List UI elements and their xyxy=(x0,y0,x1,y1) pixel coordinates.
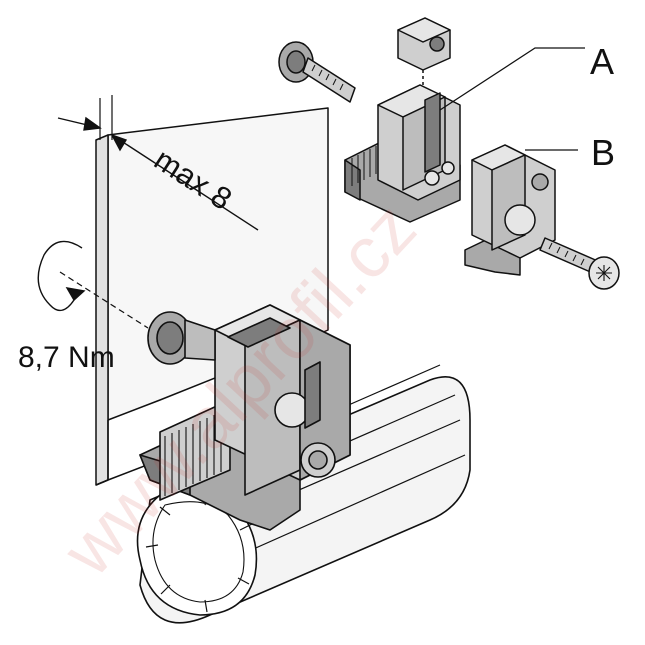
exploded-clamp-b xyxy=(464,144,620,290)
exploded-bolt xyxy=(278,41,356,103)
exploded-nut xyxy=(397,17,451,95)
torque-label: 8,7 Nm xyxy=(18,341,115,374)
dimension-arrow-icon xyxy=(57,116,259,231)
leader-lines xyxy=(439,47,585,151)
torque-group: 8,7 Nm xyxy=(18,240,149,374)
callout-b: B xyxy=(591,132,615,173)
torque-arrow-icon xyxy=(37,240,86,312)
exploded-screw xyxy=(539,237,620,290)
exploded-clamp-a xyxy=(278,17,461,223)
assembled-clamp xyxy=(139,304,351,531)
callout-a: A xyxy=(590,41,614,82)
round-profile-tube xyxy=(136,364,471,624)
